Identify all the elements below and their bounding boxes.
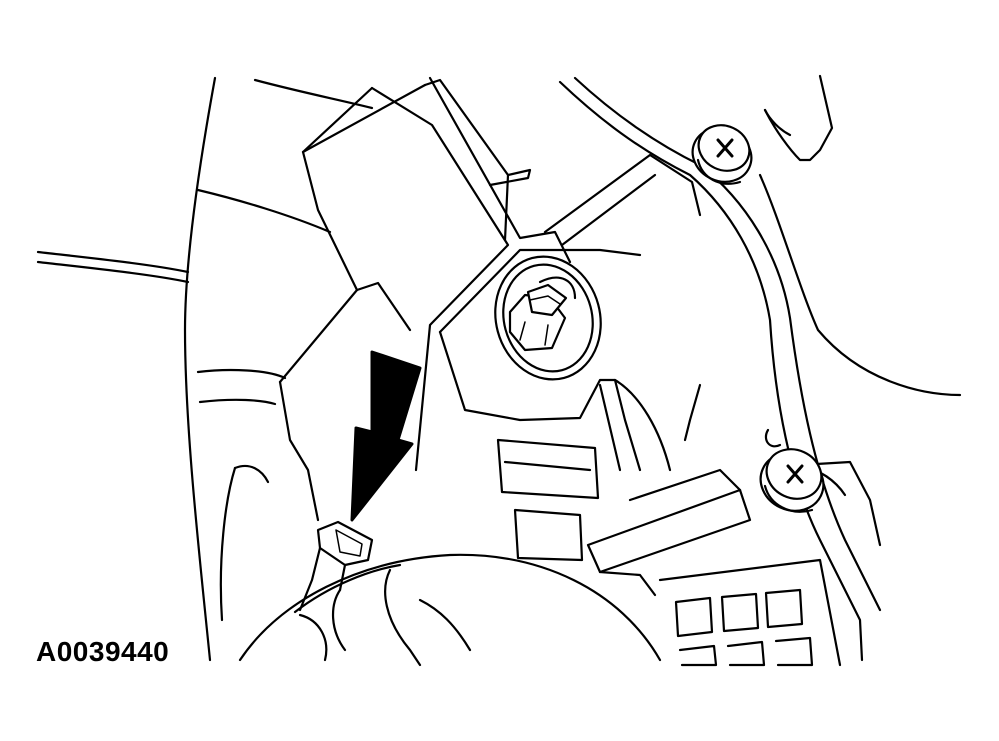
connector-grid	[658, 558, 842, 667]
phillips-screw-icon	[759, 428, 825, 513]
hex-nut-icon	[494, 255, 602, 381]
dash-panel-outline	[36, 76, 374, 662]
figure-id-label: A0039440	[36, 636, 170, 667]
arrow-icon	[350, 350, 422, 522]
retaining-clip	[298, 520, 374, 612]
phillips-screw-icon	[691, 124, 753, 185]
slot-openings	[496, 438, 752, 597]
steering-shaft	[238, 553, 662, 667]
